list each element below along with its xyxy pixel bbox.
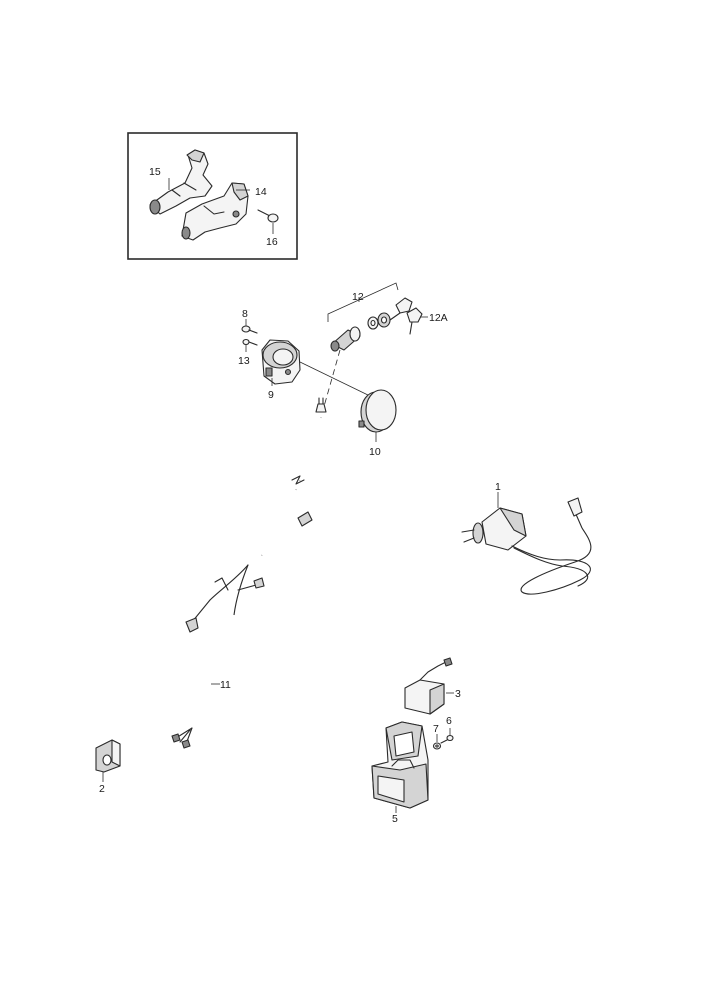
- part-1-charger: 1: [461, 481, 592, 595]
- part-13-screw: 13: [238, 338, 258, 367]
- bracket-12: [327, 282, 399, 322]
- callout-1: 1: [495, 481, 501, 493]
- callout-13: 13: [238, 355, 250, 367]
- callout-16: 16: [266, 236, 278, 248]
- part-12-key-switch: [330, 312, 391, 352]
- callout-12: 12: [352, 291, 364, 303]
- part-11-wiring-harness: 11: [171, 397, 327, 749]
- callout-8: 8: [242, 308, 248, 320]
- callout-10: 10: [369, 446, 381, 458]
- callout-15: 15: [149, 166, 161, 178]
- inset-detail: 15 14 16: [127, 132, 298, 260]
- part-10-cap: 10: [358, 389, 397, 458]
- callout-6: 6: [446, 715, 452, 727]
- callout-14: 14: [255, 186, 267, 198]
- part-16-screw: [257, 209, 279, 223]
- part-5-battery-box: 5: [371, 721, 429, 825]
- part-15-bracket: [149, 149, 213, 215]
- inset-frame: [127, 132, 298, 260]
- part-8-screw: 8: [241, 308, 258, 334]
- callout-3: 3: [455, 688, 461, 700]
- part-7-washer: 7: [432, 723, 442, 750]
- assembly-dashed-line: [322, 349, 341, 411]
- part-3-battery: 3: [404, 657, 461, 715]
- part-12A-keys: [389, 297, 423, 335]
- assembly-line: [299, 361, 371, 397]
- callout-5: 5: [392, 813, 398, 825]
- part-9-housing: 9: [261, 339, 301, 401]
- callout-11: 11: [220, 679, 231, 691]
- callout-12A: 12A: [429, 312, 448, 324]
- part-14-bracket: [181, 182, 249, 241]
- part-2-clip: 2: [95, 739, 121, 795]
- callout-9: 9: [268, 389, 274, 401]
- key-switch-group: 12 12A: [327, 282, 448, 352]
- callout-7: 7: [433, 723, 439, 735]
- callout-2: 2: [99, 783, 105, 795]
- part-6-screw: 6: [440, 715, 454, 744]
